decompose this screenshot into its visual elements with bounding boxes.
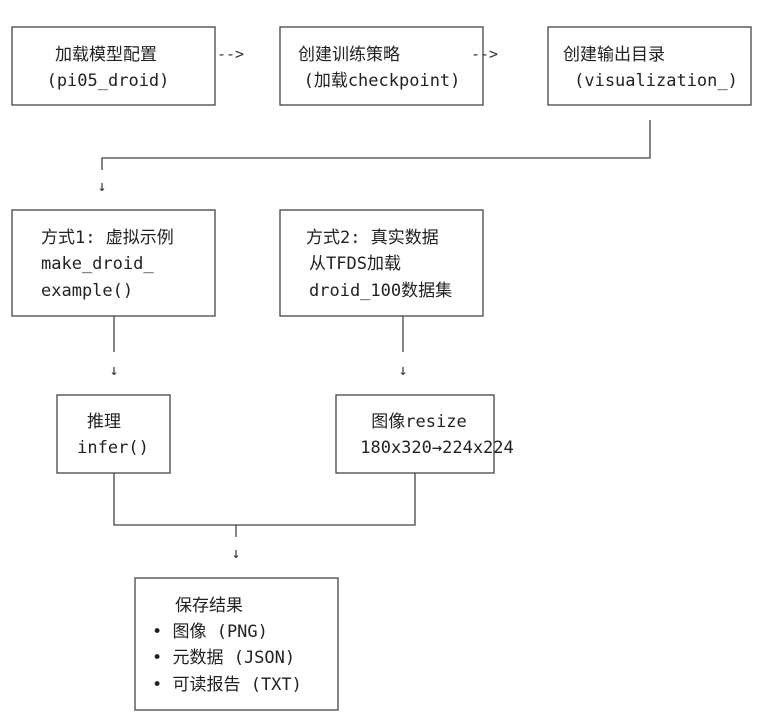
- connector-output-to-method1: [101, 120, 651, 170]
- method2-line2: 从TFDS加载: [309, 254, 401, 274]
- load-config-frame: [11, 26, 216, 106]
- create-policy-subtitle: (加载checkpoint): [304, 71, 461, 91]
- save-results-box: 保存结果 • 图像 (PNG) • 元数据 (JSON) • 可读报告 (TXT…: [134, 577, 339, 711]
- load-config-subtitle: (pi05_droid): [47, 71, 170, 91]
- save-results-item-image: • 图像 (PNG): [152, 622, 268, 642]
- down-arrow-4: ↓: [231, 544, 240, 562]
- down-arrow-1: ↓: [97, 177, 106, 195]
- method2-frame: [279, 209, 484, 317]
- dashed-arrow-2: -->: [471, 45, 498, 63]
- create-output-dir-box: 创建输出目录 (visualization_): [547, 26, 752, 106]
- save-results-item-metadata: • 元数据 (JSON): [152, 648, 295, 668]
- create-policy-frame: [279, 26, 484, 106]
- down-arrow-3: ↓: [398, 361, 407, 379]
- create-output-dir-frame: [547, 26, 752, 106]
- method1-box: 方式1: 虚拟示例 make_droid_ example(): [11, 209, 216, 317]
- save-results-item-report: • 可读报告 (TXT): [152, 675, 302, 695]
- method2-box: 方式2: 真实数据 从TFDS加载 droid_100数据集: [279, 209, 484, 317]
- resize-subtitle: 180x320→224x224: [360, 438, 514, 458]
- resize-title: 图像resize: [371, 412, 466, 432]
- method1-line2: make_droid_: [41, 254, 154, 274]
- dashed-arrow-1: -->: [217, 45, 244, 63]
- infer-box: 推理 infer(): [56, 394, 171, 474]
- connector-merge: [113, 473, 416, 526]
- method2-title: 方式2: 真实数据: [306, 228, 439, 248]
- create-policy-box: 创建训练策略 (加载checkpoint): [279, 26, 484, 106]
- create-policy-title: 创建训练策略: [298, 45, 400, 65]
- create-output-dir-subtitle: (visualization_): [574, 71, 738, 91]
- create-output-dir-title: 创建输出目录: [563, 45, 665, 65]
- save-results-frame: [134, 577, 339, 711]
- resize-box: 图像resize 180x320→224x224: [335, 394, 514, 474]
- infer-frame: [56, 394, 171, 474]
- infer-subtitle: infer(): [77, 438, 149, 458]
- infer-title: 推理: [87, 412, 121, 432]
- method1-line3: example(): [41, 281, 133, 301]
- resize-frame: [335, 394, 495, 474]
- save-results-title: 保存结果: [175, 596, 243, 616]
- method1-title: 方式1: 虚拟示例: [41, 228, 174, 248]
- down-arrow-2: ↓: [109, 361, 118, 379]
- load-config-title: 加载模型配置: [55, 45, 157, 65]
- method2-line3: droid_100数据集: [309, 281, 452, 301]
- load-config-box: 加载模型配置 (pi05_droid): [11, 26, 216, 106]
